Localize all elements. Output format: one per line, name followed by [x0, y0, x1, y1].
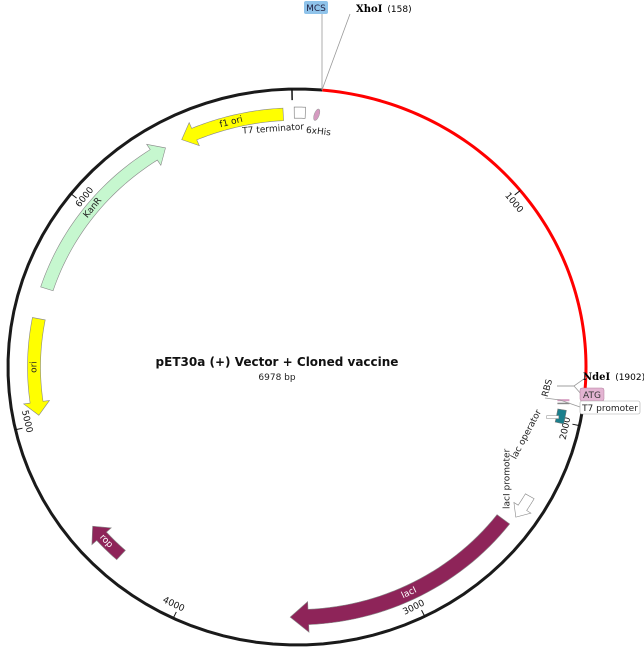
backbone-arc [6, 87, 585, 647]
tick-6000 [70, 193, 77, 199]
insert-arc [322, 88, 588, 406]
feature-label-lac-operator: lac operator [510, 408, 545, 461]
tick-4000 [172, 611, 177, 619]
feature-rop[interactable] [91, 525, 126, 561]
mcs-label: MCS [306, 4, 326, 14]
feature-rbs-line [557, 402, 570, 405]
mcs-badge[interactable] [304, 1, 328, 14]
feature-lac-operator-outline [546, 415, 559, 419]
tick-2000 [572, 423, 580, 427]
feature-6xhis[interactable] [312, 108, 321, 121]
xhoi-site[interactable]: XhoI (158) [356, 4, 412, 15]
feature-lac-operator[interactable] [554, 408, 567, 425]
tick-label: 5000 [19, 409, 34, 434]
tick-label: 1000 [502, 191, 524, 215]
t7-promoter-badge[interactable] [579, 400, 641, 415]
tick-1000 [514, 190, 521, 196]
tick-label: 4000 [161, 595, 186, 614]
tick-3000 [421, 609, 426, 617]
feature-label-rbs: RBS [541, 378, 555, 398]
map-title: pET30a (+) Vector + Cloned vaccine [156, 355, 399, 369]
ndei-site[interactable]: NdeI (1902) [583, 372, 644, 383]
ndei-name: NdeI [583, 372, 610, 383]
feature-label-t7-terminator: T7 terminator [241, 122, 305, 136]
tick-5000 [15, 427, 23, 431]
plasmid-backbone [6, 87, 588, 647]
feature-kanr[interactable] [40, 143, 166, 292]
xhoi-position: (158) [387, 5, 411, 15]
feature-laci[interactable] [289, 514, 511, 633]
atg-leader-line [557, 385, 583, 396]
feature-f1-ori[interactable] [181, 107, 284, 147]
feature-t7-terminator[interactable] [293, 106, 306, 119]
map-length: 6978 bp [258, 373, 295, 383]
t7-promoter-leader-line [544, 397, 581, 408]
feature-label-6xhis: 6xHis [305, 126, 331, 139]
feature-rbs[interactable] [557, 399, 570, 402]
feature-label-ori: ori [30, 361, 40, 373]
t7-promoter-label: T7 promoter [581, 404, 638, 414]
feature-label-laci-promoter: lacI promoter [502, 448, 512, 509]
feature-ori[interactable] [22, 317, 51, 416]
atg-label: ATG [583, 391, 601, 401]
ndei-position: (1902) [615, 373, 644, 383]
xhoi-leader-line [321, 13, 351, 91]
feature-laci-promoter[interactable] [513, 493, 535, 518]
xhoi-name: XhoI [356, 4, 383, 15]
